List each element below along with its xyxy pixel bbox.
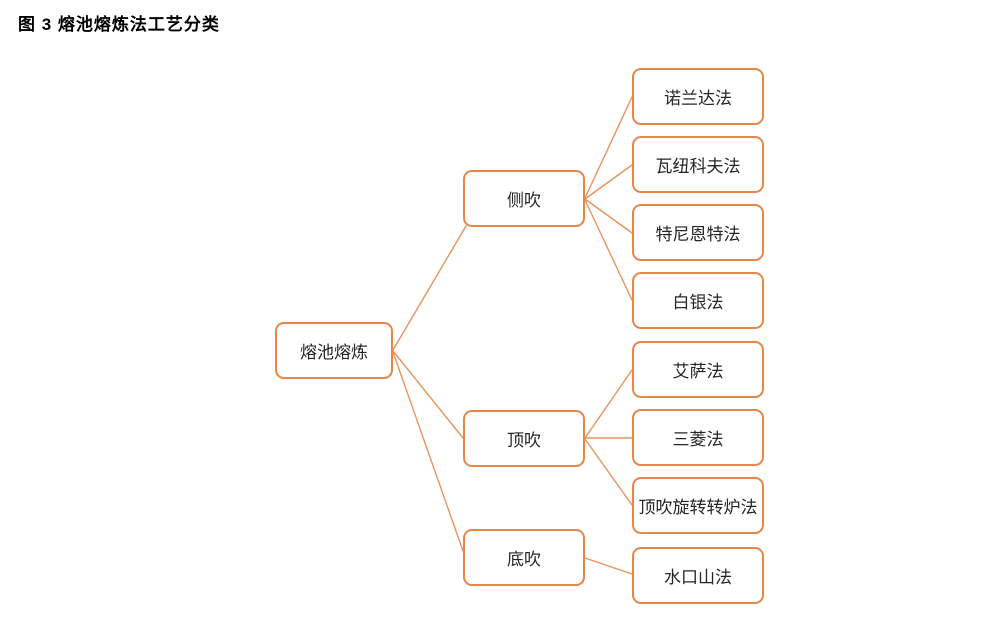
node-isa-process: 艾萨法 [632, 341, 764, 398]
node-label: 特尼恩特法 [655, 225, 741, 244]
edge-side-to-noranda [584, 96, 633, 199]
node-bath-smelting: 熔池熔炼 [275, 322, 393, 379]
node-label: 水口山法 [664, 568, 732, 587]
node-label: 瓦纽科夫法 [655, 157, 741, 176]
node-shuikoushan-process: 水口山法 [632, 547, 764, 604]
node-vanyukov-process: 瓦纽科夫法 [632, 136, 764, 193]
node-top-blowing: 顶吹 [463, 410, 585, 467]
node-label: 顶吹旋转转炉法 [638, 498, 758, 517]
node-label: 底吹 [507, 550, 541, 569]
edge-top-to-isa [584, 369, 633, 439]
node-label: 顶吹 [507, 431, 541, 450]
edge-side-to-vanyukov [584, 164, 633, 200]
node-mitsubishi-process: 三菱法 [632, 409, 764, 466]
edge-side-to-teniente [584, 198, 633, 234]
node-side-blowing: 侧吹 [463, 170, 585, 227]
node-baiyin-process: 白银法 [632, 272, 764, 329]
node-bottom-blowing: 底吹 [463, 529, 585, 586]
node-label: 艾萨法 [672, 362, 724, 381]
edge-top-to-tbrc [584, 438, 633, 506]
node-tbrc-process: 顶吹旋转转炉法 [632, 477, 764, 534]
figure-title: 图 3 熔池熔炼法工艺分类 [18, 15, 220, 34]
node-label: 白银法 [672, 293, 724, 312]
node-noranda-process: 诺兰达法 [632, 68, 764, 125]
node-label: 侧吹 [507, 191, 541, 210]
edge-root-to-top-blowing [392, 350, 464, 439]
edge-root-to-side-blowing [392, 225, 467, 351]
edge-root-to-bottom-blowing [392, 351, 464, 552]
node-label: 三菱法 [672, 430, 724, 449]
node-label: 熔池熔炼 [300, 343, 368, 362]
edge-bottom-to-shuikoushan [584, 557, 633, 575]
node-teniente-process: 特尼恩特法 [632, 204, 764, 261]
edge-side-to-baiyin [584, 199, 633, 301]
node-label: 诺兰达法 [664, 89, 732, 108]
